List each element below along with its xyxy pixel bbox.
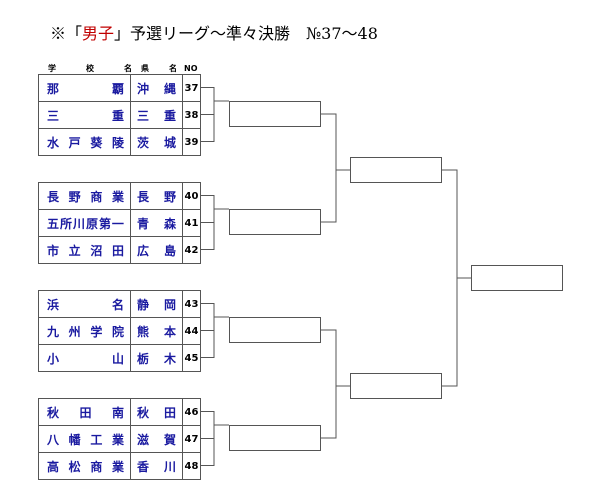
semifinal-connector-top (320, 113, 351, 223)
header-number: NO (184, 64, 198, 74)
winner-box-group2 (229, 209, 321, 235)
prefecture-name: 沖縄 (137, 81, 176, 96)
winner-box-group1 (229, 101, 321, 127)
group2-connector (200, 195, 229, 250)
title-accent: 男子 (82, 24, 115, 43)
prefecture-name: 静岡 (137, 297, 176, 312)
bracket-lines (200, 87, 229, 466)
school-name-cell: 市立沼田 (38, 236, 131, 264)
school-name-cell: 小山 (38, 344, 131, 372)
final-box (471, 265, 563, 291)
school-name: 秋田南 (47, 405, 124, 420)
school-name-cell: 那覇 (38, 74, 131, 102)
prefecture-cell: 栃木 (130, 344, 183, 372)
group3-connector (200, 303, 229, 358)
prefecture-name: 茨城 (137, 135, 176, 150)
header-prefecture-text: 県名 (141, 64, 177, 73)
prefecture-name: 青森 (137, 216, 176, 231)
school-name: 那覇 (47, 81, 124, 96)
prefecture-name: 広島 (137, 243, 176, 258)
group1-connector-a (200, 87, 229, 142)
school-name: 八幡工業 (47, 432, 124, 447)
bracket-advance-lines (320, 113, 472, 439)
header-school-name: 学校名 (48, 64, 132, 74)
school-name: 長野商業 (47, 189, 124, 204)
prefecture-cell: 長野 (130, 182, 183, 210)
winner-box-group4 (229, 425, 321, 451)
prefecture-name: 秋田 (137, 405, 176, 420)
table-row: 水戸葵陵茨城 39 (38, 128, 201, 156)
prefecture-name: 熊本 (137, 324, 176, 339)
prefecture-name: 長野 (137, 189, 176, 204)
header-prefecture: 県名 (141, 64, 177, 74)
school-name-cell: 九州学院 (38, 317, 131, 345)
header-school-name-text: 学校名 (48, 64, 132, 73)
school-name: 五所川原第一 (47, 216, 124, 231)
school-name: 市立沼田 (47, 243, 124, 258)
prefecture-name: 三重 (137, 108, 176, 123)
school-name-cell: 八幡工業 (38, 425, 131, 453)
school-name: 小山 (47, 351, 124, 366)
school-name: 三重 (47, 108, 124, 123)
prefecture-cell: 三重 (130, 101, 183, 129)
entry-number: 39 (182, 128, 201, 156)
prefecture-cell: 沖縄 (130, 74, 183, 102)
prefecture-name: 栃木 (137, 351, 176, 366)
prefecture-cell: 広島 (130, 236, 183, 264)
semifinal-box-bottom (350, 373, 442, 399)
final-connector (441, 169, 472, 387)
semifinal-box-top (350, 157, 442, 183)
group4-connector (200, 411, 229, 466)
semifinal-connector-bottom (320, 329, 351, 439)
school-name-cell: 五所川原第一 (38, 209, 131, 237)
page-title: ※「男子」予選リーグ～準々決勝 №37～48 (50, 22, 590, 46)
prefecture-cell: 静岡 (130, 290, 183, 318)
bracket-boxes (229, 101, 563, 451)
school-name: 水戸葵陵 (47, 135, 124, 150)
title-suffix: 」予選リーグ～準々決勝 №37～48 (114, 24, 378, 43)
school-name-cell: 浜名 (38, 290, 131, 318)
prefecture-name: 香川 (137, 459, 176, 474)
prefecture-name: 滋賀 (137, 432, 176, 447)
school-name: 九州学院 (47, 324, 124, 339)
prefecture-cell: 香川 (130, 452, 183, 480)
school-name: 高松商業 (47, 459, 124, 474)
winner-box-group3 (229, 317, 321, 343)
header-number-text: NO (184, 64, 198, 73)
school-name: 浜名 (47, 297, 124, 312)
title-prefix: ※「 (50, 24, 83, 43)
prefecture-cell: 熊本 (130, 317, 183, 345)
prefecture-cell: 茨城 (130, 128, 183, 156)
school-name-cell: 長野商業 (38, 182, 131, 210)
school-name-cell: 高松商業 (38, 452, 131, 480)
